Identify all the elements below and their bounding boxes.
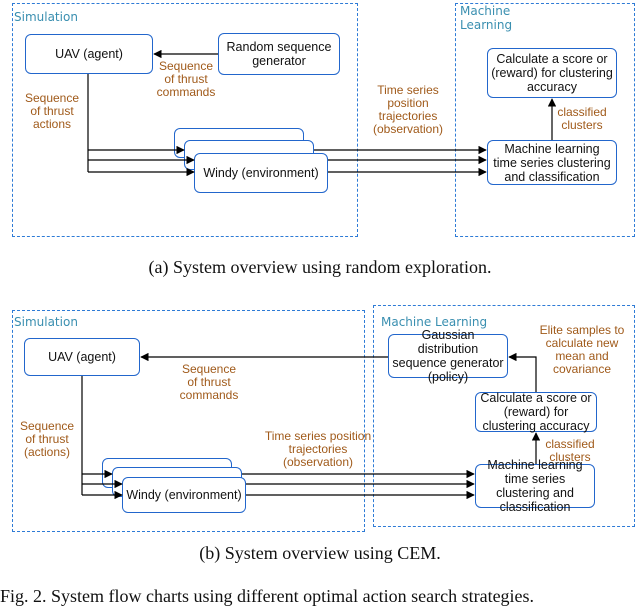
score-node-a: Calculate a score or (reward) for cluste… xyxy=(487,48,617,98)
label-thrust-actions-b: Sequence of thrust (actions) xyxy=(20,419,75,459)
caption-a: (a) System overview using random explora… xyxy=(148,257,492,277)
label-classified-b: classified clusters xyxy=(545,437,595,464)
label-thrust-commands-a: Sequence of thrust commands xyxy=(156,59,216,99)
ml-region-a-label: Machine Learning xyxy=(460,4,513,32)
ml-region-b xyxy=(373,305,635,527)
random-sequence-generator-node: Random sequence generator xyxy=(218,33,340,75)
simulation-region-b xyxy=(12,310,365,532)
simulation-region-b-label: Simulation xyxy=(14,315,78,329)
ml-region-b-label: Machine Learning xyxy=(381,315,488,329)
edge-score-to-gaussian xyxy=(508,352,537,392)
uav-agent-node-b: UAV (agent) xyxy=(24,338,140,376)
ml-clustering-node-a: Machine learning time series clustering … xyxy=(487,140,617,185)
simulation-region-a xyxy=(12,3,358,237)
label-elite-samples: Elite samples to calculate new mean and … xyxy=(539,323,625,376)
score-node-b: Calculate a score or (reward) for cluste… xyxy=(475,391,597,433)
label-thrust-commands-b: Sequence of thrust commands xyxy=(179,362,239,402)
uav-agent-node-a: UAV (agent) xyxy=(25,34,153,74)
windy-environment-node-a: Windy (environment) xyxy=(194,153,328,193)
label-time-series-a: Time series position trajectories (obser… xyxy=(372,83,444,136)
ml-region-a xyxy=(455,3,635,237)
caption-b: (b) System overview using CEM. xyxy=(199,543,441,563)
label-thrust-actions-a: Sequence of thrust actions xyxy=(24,91,80,131)
label-time-series-b: Time series position trajectories (obser… xyxy=(264,429,372,469)
label-classified-a: classified clusters xyxy=(557,105,607,132)
simulation-region-a-label: Simulation xyxy=(14,10,78,24)
